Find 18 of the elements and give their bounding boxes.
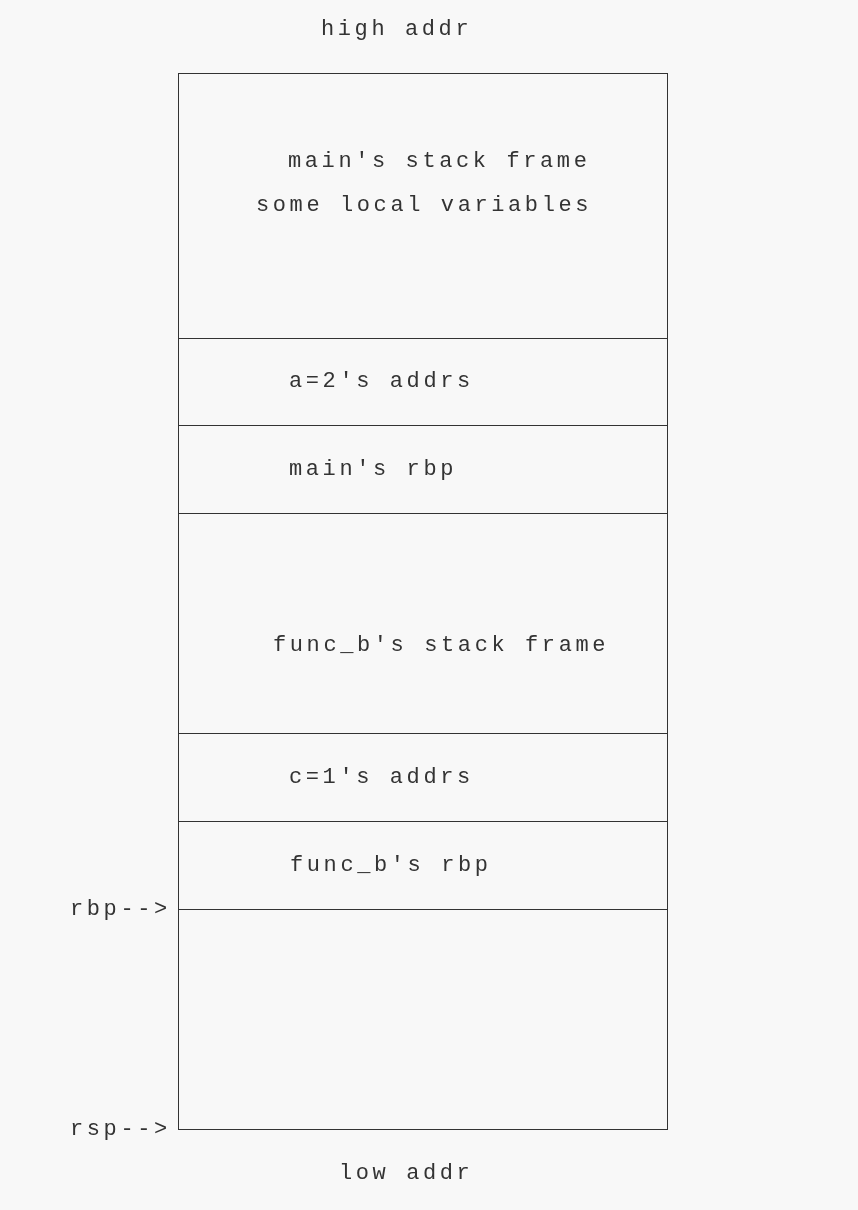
slot-label: func_b's stack frame	[273, 632, 610, 660]
register-pointer-label: rbp-->	[70, 896, 171, 924]
slot-label: main's rbp	[289, 456, 458, 484]
slot-label: func_b's rbp	[290, 852, 492, 880]
address-label: low addr	[339, 1160, 474, 1188]
stack-slot	[178, 514, 668, 734]
empty-stack-slot	[178, 910, 668, 1130]
stack-slot	[178, 734, 668, 822]
slot-label: some local variables	[256, 192, 593, 220]
stack-slot	[178, 338, 668, 426]
slot-label: c=1's addrs	[289, 764, 474, 792]
address-label: high addr	[321, 16, 473, 44]
slot-label: main's stack frame	[288, 148, 591, 176]
stack-slot	[178, 426, 668, 514]
slot-label: a=2's addrs	[289, 368, 474, 396]
stack-slot	[178, 822, 668, 910]
register-pointer-label: rsp-->	[70, 1116, 171, 1144]
stack-slot	[178, 73, 668, 339]
